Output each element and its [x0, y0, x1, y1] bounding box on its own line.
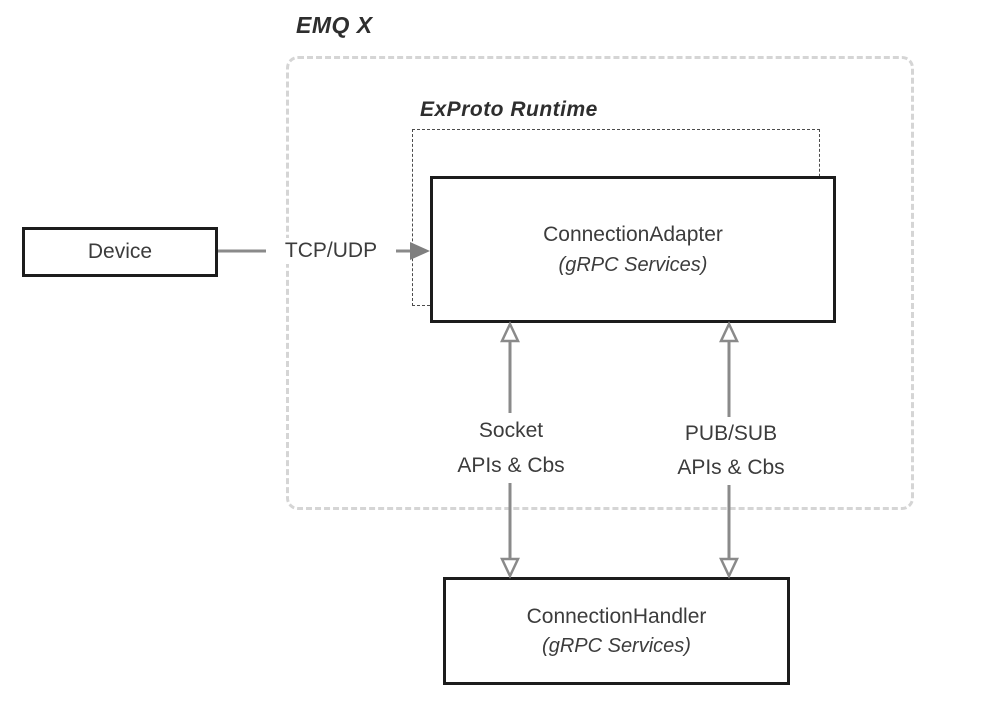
- connection-handler-title: ConnectionHandler: [526, 604, 707, 628]
- emqx-group-label: EMQ X: [296, 12, 373, 38]
- exproto-runtime-label: ExProto Runtime: [420, 98, 598, 121]
- connection-adapter-title: ConnectionAdapter: [543, 222, 723, 246]
- connection-adapter-node: ConnectionAdapter (gRPC Services): [430, 176, 836, 323]
- pubsub-apis-line2: APIs & Cbs: [677, 456, 785, 479]
- socket-apis-label: Socket APIs & Cbs: [441, 413, 581, 483]
- connection-adapter-subtitle: (gRPC Services): [558, 253, 708, 276]
- pubsub-apis-label: PUB/SUB APIs & Cbs: [659, 417, 803, 485]
- device-node: Device: [22, 227, 218, 277]
- socket-apis-line1: Socket: [478, 419, 544, 442]
- socket-apis-line2: APIs & Cbs: [457, 454, 565, 477]
- pubsub-apis-line1: PUB/SUB: [684, 422, 778, 445]
- emqx-group-boundary: [286, 56, 914, 510]
- device-label: Device: [87, 240, 153, 263]
- tcp-udp-label: TCP/UDP: [266, 238, 396, 264]
- connection-handler-node: ConnectionHandler (gRPC Services): [443, 577, 790, 685]
- connection-handler-subtitle: (gRPC Services): [542, 634, 691, 657]
